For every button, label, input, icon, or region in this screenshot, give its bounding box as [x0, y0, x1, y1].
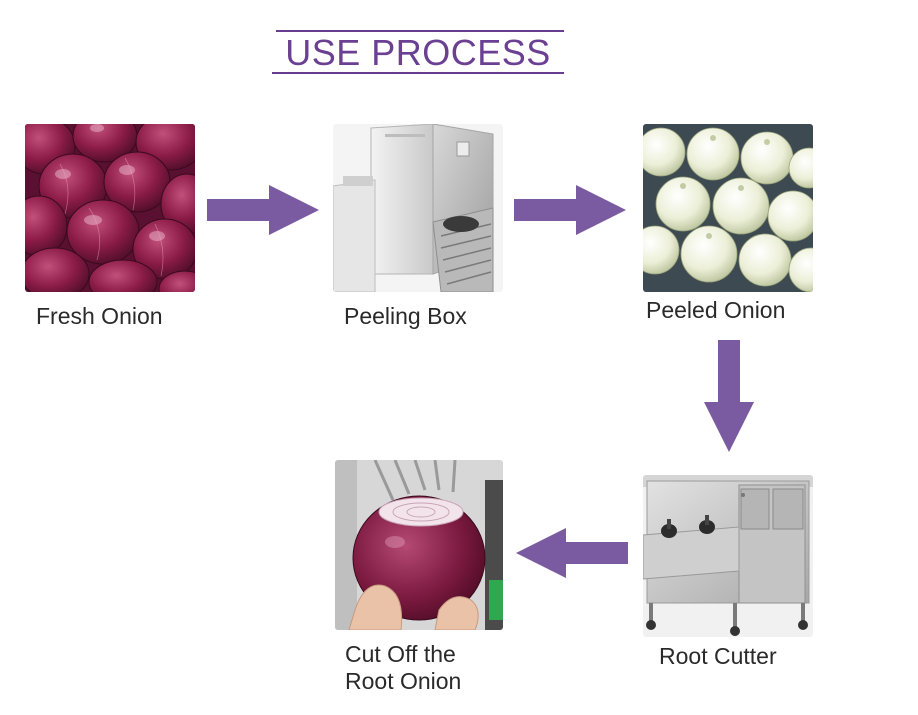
arrow-down-icon [704, 340, 754, 452]
arrow-right-icon [514, 185, 626, 235]
fresh-onion-label: Fresh Onion [36, 303, 163, 329]
arrow-left-icon [516, 528, 628, 578]
peeled-onion-image [643, 124, 813, 292]
cut-onion-image [335, 460, 503, 630]
fresh-onion-image [25, 124, 195, 292]
peeling-box-label: Peeling Box [344, 303, 467, 329]
root-cutter-label: Root Cutter [659, 643, 777, 669]
peeling-box-image [333, 124, 503, 292]
title-underline [272, 72, 564, 74]
root-cutter-image [643, 475, 813, 637]
peeled-onion-label: Peeled Onion [646, 297, 786, 323]
arrow-right-icon [207, 185, 319, 235]
cut-onion-label-line-1: Cut Off the [345, 641, 456, 667]
page-title-text: USE PROCESS [285, 32, 551, 73]
cut-onion-label-line-2: Root Onion [345, 668, 462, 694]
cut-onion-label: Cut Off the Root Onion [345, 641, 545, 695]
title-overline [276, 30, 564, 32]
page-title: USE PROCESS [272, 26, 564, 78]
